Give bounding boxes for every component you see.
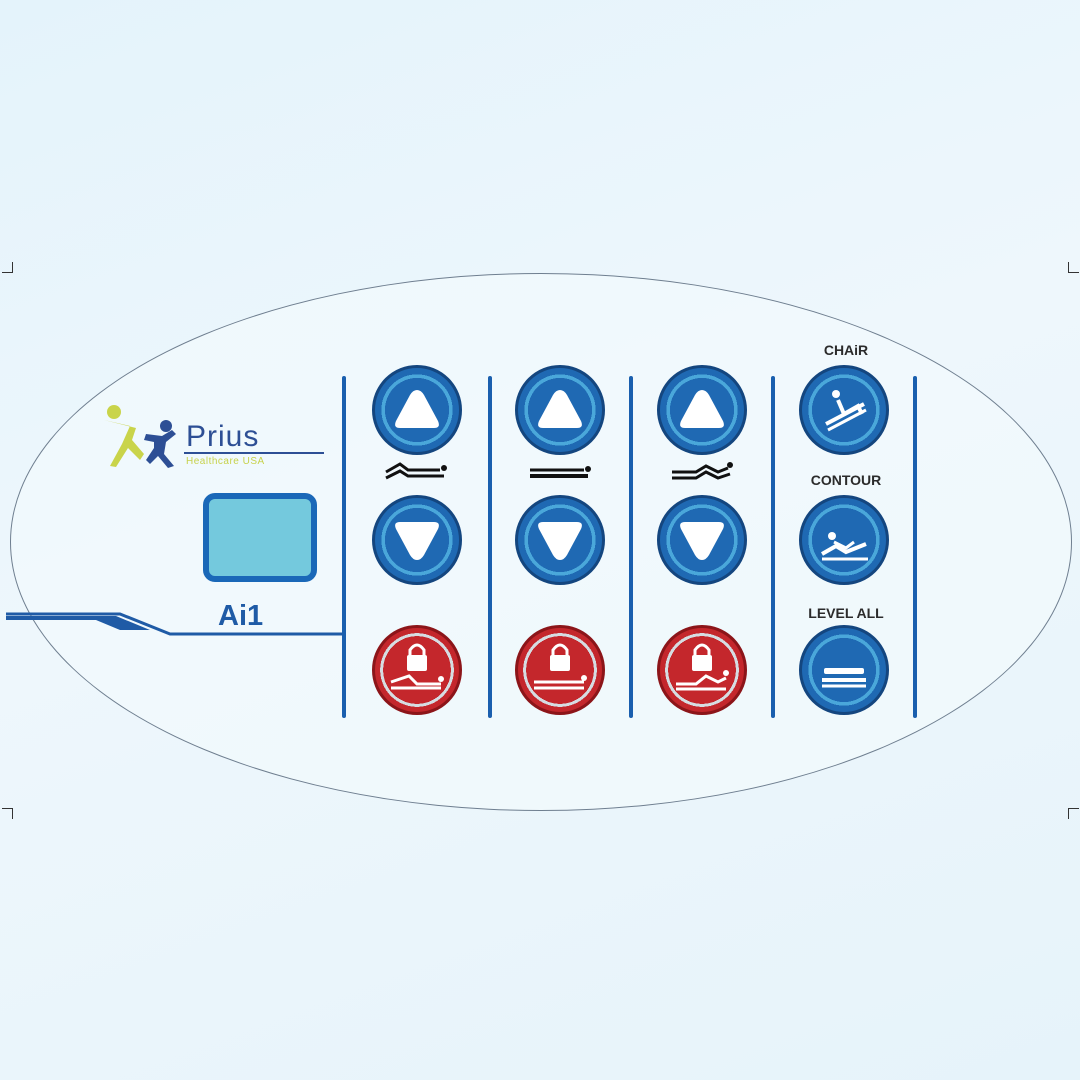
head-raise-icon bbox=[385, 462, 447, 480]
bed-height-icon bbox=[530, 466, 591, 478]
brand-logo: Prius Healthcare USA bbox=[100, 400, 330, 480]
knee-down-button[interactable] bbox=[657, 495, 747, 585]
chair-position-icon bbox=[825, 390, 867, 432]
contour-position-icon bbox=[821, 532, 868, 561]
height-down-button[interactable] bbox=[515, 495, 605, 585]
head-down-button[interactable] bbox=[372, 495, 462, 585]
head-up-button[interactable] bbox=[372, 365, 462, 455]
level-all-button[interactable] bbox=[799, 625, 889, 715]
lock-head-icon bbox=[390, 643, 444, 690]
divider bbox=[629, 376, 633, 718]
height-lock-button[interactable] bbox=[515, 625, 605, 715]
knee-up-button[interactable] bbox=[657, 365, 747, 455]
triangle-up-icon bbox=[538, 390, 582, 428]
swoosh-stripe bbox=[6, 612, 345, 636]
height-up-button[interactable] bbox=[515, 365, 605, 455]
knee-lock-button[interactable] bbox=[657, 625, 747, 715]
level-all-label: LEVEL ALL bbox=[808, 605, 884, 621]
triangle-up-icon bbox=[680, 390, 724, 428]
crop-mark-top-right bbox=[1068, 262, 1079, 273]
brand-underline bbox=[184, 452, 324, 454]
triangle-up-icon bbox=[395, 390, 439, 428]
crop-mark-bottom-right bbox=[1068, 808, 1079, 819]
chair-button[interactable] bbox=[799, 365, 889, 455]
status-display bbox=[203, 493, 317, 582]
crop-mark-bottom-left bbox=[2, 808, 13, 819]
level-flat-icon bbox=[822, 668, 866, 688]
contour-button[interactable] bbox=[799, 495, 889, 585]
crop-mark-top-left bbox=[2, 262, 13, 273]
divider bbox=[771, 376, 775, 718]
divider bbox=[488, 376, 492, 718]
brand-tagline: Healthcare USA bbox=[186, 456, 265, 467]
divider bbox=[342, 376, 346, 718]
triangle-down-icon bbox=[395, 522, 439, 560]
triangle-down-icon bbox=[538, 522, 582, 560]
model-label: Ai1 bbox=[218, 600, 264, 632]
chair-label: CHAiR bbox=[823, 342, 869, 358]
figures-logo-icon bbox=[104, 405, 176, 468]
lock-height-icon bbox=[534, 643, 587, 690]
head-lock-button[interactable] bbox=[372, 625, 462, 715]
brand-name: Prius bbox=[186, 420, 260, 453]
triangle-down-icon bbox=[680, 522, 724, 560]
lock-knee-icon bbox=[676, 643, 729, 691]
contour-label: CONTOUR bbox=[810, 472, 882, 488]
divider bbox=[913, 376, 917, 718]
knee-raise-icon bbox=[672, 462, 733, 480]
